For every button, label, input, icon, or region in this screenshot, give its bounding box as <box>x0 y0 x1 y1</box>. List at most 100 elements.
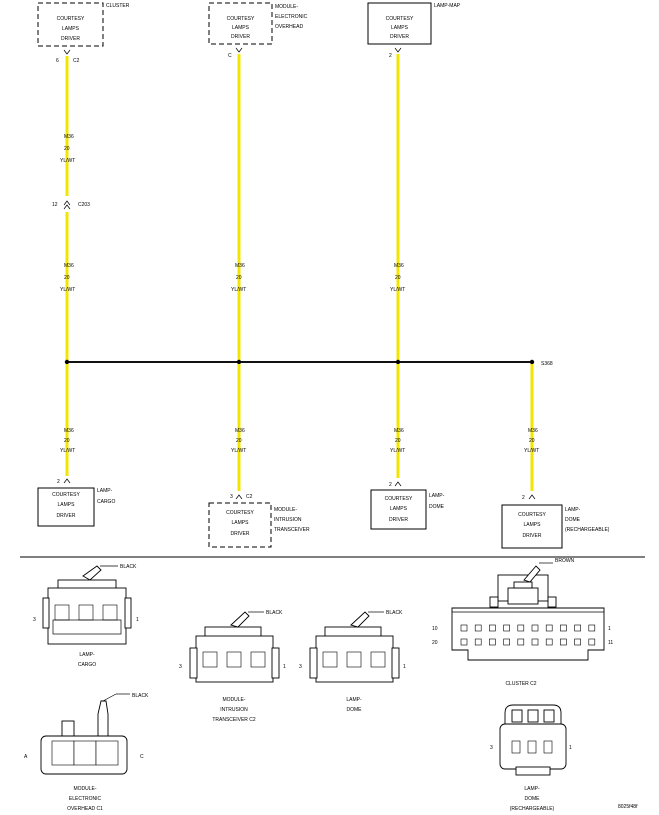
connector-view-lamp-dome-rechargeable: 3 1 LAMP- DOME (RECHARGEABLE) <box>490 704 572 812</box>
rechargeable-name-line-1: LAMP- <box>565 507 581 513</box>
component-lamp-dome: 2 COURTESY LAMPS DRIVER LAMP- DOME <box>370 481 445 530</box>
wire-gauge: 20 <box>236 438 242 444</box>
dome-block-line-1: COURTESY <box>385 496 413 502</box>
intrusion-name-line-3: TRANSCEIVER <box>274 527 310 533</box>
intrusion-left-pin: 3 <box>179 664 182 670</box>
overhead-view-label-2: ELECTRONIC <box>69 796 102 802</box>
dome-pin: 2 <box>389 482 392 488</box>
component-lamp-dome-rechargeable: 2 COURTESY LAMPS DRIVER LAMP- DOME (RECH… <box>501 494 610 549</box>
cargo-view-label-1: LAMP- <box>79 652 95 658</box>
intrusion-block-line-1: COURTESY <box>226 510 254 516</box>
connector-view-electronic-overhead: BLACK A C MODULE- ELECTRONIC OVERHEAD C1 <box>24 693 149 812</box>
component-lamp-cargo: 2 COURTESY LAMPS DRIVER LAMP- CARGO <box>37 478 115 527</box>
cluster-pin-cavity <box>474 638 482 646</box>
cluster-pin-cavity <box>574 638 581 646</box>
cluster-pin-cavity <box>545 638 553 646</box>
wire-gauge: 20 <box>395 275 401 281</box>
dome-name-line-1: LAMP- <box>429 493 445 499</box>
cluster-pin-cavity <box>588 638 596 646</box>
wire-gauge: 20 <box>395 438 401 444</box>
cargo-left-pin: 3 <box>33 617 36 623</box>
rechargeable-block-line-1: COURTESY <box>518 512 546 518</box>
overhead-block-line-1: COURTESY <box>227 16 255 22</box>
dome-block-line-3: DRIVER <box>389 517 408 523</box>
rechargeable-left-pin: 3 <box>490 745 493 751</box>
map-block-line-3: DRIVER <box>390 34 409 40</box>
rechargeable-name-line-2: DOME <box>565 517 581 523</box>
cargo-name-line-1: LAMP- <box>97 488 113 494</box>
cluster-pin-cavity <box>460 624 468 632</box>
intrusion-view-label-2: INTRUSION <box>220 707 248 713</box>
cluster-pin-11: 11 <box>608 640 613 646</box>
cluster-block-line-3: DRIVER <box>61 36 80 42</box>
overhead-right-pin: C <box>140 754 144 760</box>
overhead-block-line-2: LAMPS <box>232 25 250 31</box>
cargo-name-line-2: CARGO <box>97 499 115 505</box>
cluster-view-label: CLUSTER C2 <box>505 681 536 687</box>
overhead-name-line-2: ELECTRONIC <box>275 14 308 20</box>
wire-color: YL/WT <box>60 287 75 293</box>
component-lamp-map: COURTESY LAMPS DRIVER LAMP-MAP 2 <box>367 2 461 59</box>
dome-wire-color: BLACK <box>386 610 403 616</box>
overhead-pin: C <box>228 53 232 59</box>
cluster-connector: C2 <box>73 58 80 64</box>
rechargeable-pin: 2 <box>522 495 525 501</box>
overhead-wire-color: BLACK <box>132 693 149 699</box>
c203-name: C203 <box>78 202 90 208</box>
connector-view-lamp-dome: BLACK 3 1 LAMP- DOME <box>299 610 406 713</box>
dome-view-label-2: DOME <box>347 707 363 713</box>
overhead-view-label-1: MODULE- <box>73 786 96 792</box>
cluster-pin-cavity <box>517 638 525 646</box>
wire-circuit: M36 <box>394 263 404 269</box>
wire-circuit: M36 <box>64 134 74 140</box>
rechargeable-view-label-3: (RECHARGEABLE) <box>510 806 555 812</box>
inline-connector-c203: 12 C203 <box>52 200 90 210</box>
wire-cluster-lower: M36 20 YL/WT <box>60 212 75 362</box>
intrusion-connector: C2 <box>246 494 253 500</box>
map-block-line-1: COURTESY <box>386 16 414 22</box>
wire-overhead: M36 20 YL/WT <box>231 54 246 362</box>
dome-name-line-2: DOME <box>429 504 445 510</box>
wire-circuit: M36 <box>528 428 538 434</box>
intrusion-view-label-3: TRANSCEIVER C2 <box>212 717 256 723</box>
wire-gauge: 20 <box>64 438 70 444</box>
rechargeable-right-pin: 1 <box>569 745 572 751</box>
cluster-wire-color: BROWN <box>555 558 575 564</box>
cluster-pin-cavity <box>588 624 596 632</box>
intrusion-name-line-1: MODULE- <box>274 507 297 513</box>
overhead-name-line-3: OVERHEAD <box>275 24 303 30</box>
cluster-name: CLUSTER <box>106 3 130 9</box>
wire-cargo: M36 20 YL/WT <box>60 364 75 476</box>
wire-gauge: 20 <box>236 275 242 281</box>
wire-color: YL/WT <box>60 158 75 164</box>
dome-view-label-1: LAMP- <box>346 697 362 703</box>
cluster-pin-grid <box>460 624 596 646</box>
wire-cluster-upper: M36 20 YL/WT <box>60 56 75 196</box>
dome-right-pin: 1 <box>403 664 406 670</box>
cluster-pin-cavity <box>517 624 525 632</box>
component-electronic-overhead: COURTESY LAMPS DRIVER MODULE- ELECTRONIC… <box>208 2 308 59</box>
cargo-pin: 2 <box>57 479 60 485</box>
intrusion-block-line-3: DRIVER <box>231 531 250 537</box>
cargo-wire-color: BLACK <box>120 564 137 570</box>
wire-circuit: M36 <box>235 428 245 434</box>
cluster-pin-cavity <box>503 638 510 646</box>
component-intrusion-transceiver: 3 C2 COURTESY LAMPS DRIVER MODULE- INTRU… <box>208 494 310 548</box>
wire-rechargeable: M36 20 YL/WT <box>524 364 539 491</box>
overhead-name-line-1: MODULE- <box>275 4 298 10</box>
wire-circuit: M36 <box>394 428 404 434</box>
wire-gauge: 20 <box>64 275 70 281</box>
intrusion-wire-color: BLACK <box>266 610 283 616</box>
cargo-right-pin: 1 <box>136 617 139 623</box>
map-block-line-2: LAMPS <box>391 25 409 31</box>
cluster-pin-cavity <box>574 624 581 632</box>
cluster-pin-cavity <box>474 624 482 632</box>
cluster-pin-cavity <box>560 624 567 632</box>
rechargeable-block-line-3: DRIVER <box>523 533 542 539</box>
wire-color: YL/WT <box>524 448 539 454</box>
figure-id: 8025f48f <box>618 804 638 810</box>
wire-intrusion: M36 20 YL/WT <box>231 364 246 491</box>
cluster-pin-cavity <box>531 624 539 632</box>
wire-gauge: 20 <box>64 146 70 152</box>
